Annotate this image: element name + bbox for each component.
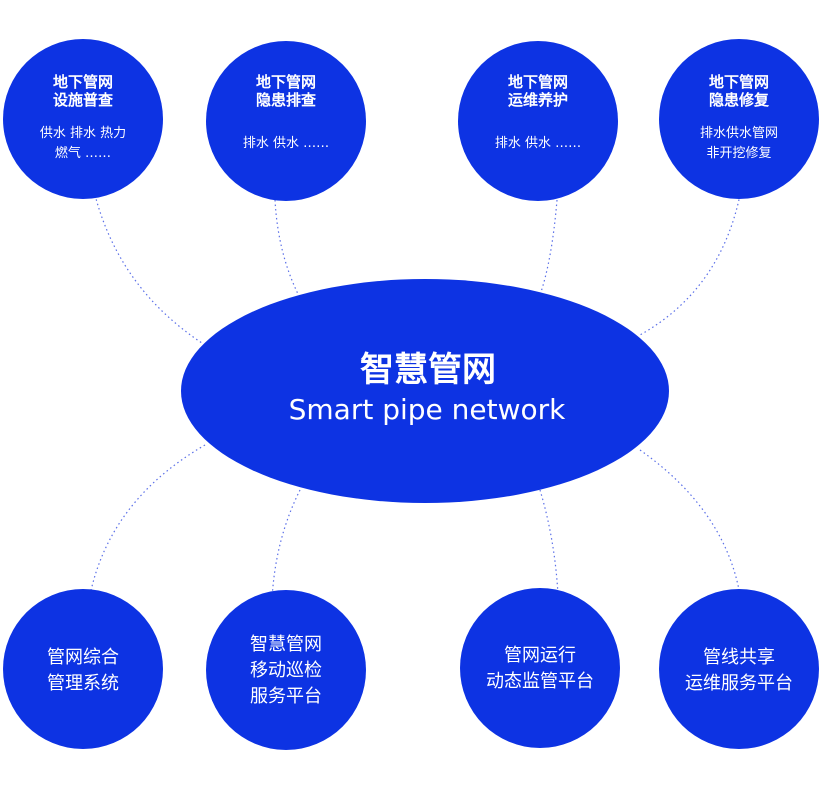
- node-circle: [659, 589, 819, 749]
- connector-bottom-2: [271, 489, 301, 601]
- connector-bottom-4: [639, 449, 741, 596]
- node-title-line1: 地下管网: [508, 73, 568, 91]
- center-ellipse: [181, 279, 669, 503]
- connector-top-2: [274, 199, 301, 299]
- node-circle: [460, 588, 620, 748]
- node-line1: 管线共享: [703, 647, 775, 668]
- center-subtitle: Smart pipe network: [289, 393, 567, 426]
- node-title-line2: 隐患排查: [256, 91, 317, 109]
- top-node-3: 地下管网 运维养护 排水 供水 ……: [458, 41, 618, 201]
- bottom-node-2: 智慧管网 移动巡检 服务平台: [206, 590, 366, 750]
- connector-top-1: [94, 194, 206, 346]
- node-body-line1: 供水 排水 热力: [40, 126, 126, 141]
- node-title-line2: 运维养护: [508, 91, 568, 109]
- node-circle: [206, 41, 366, 201]
- node-title-line2: 隐患修复: [709, 91, 770, 109]
- node-circle: [3, 39, 163, 199]
- node-line1: 管网运行: [504, 645, 576, 666]
- bottom-node-1: 管网综合 管理系统: [3, 589, 163, 749]
- top-node-4: 地下管网 隐患修复 排水供水管网 非开挖修复: [659, 39, 819, 199]
- node-line2: 移动巡检: [250, 660, 322, 681]
- node-line2: 动态监管平台: [486, 671, 594, 692]
- node-body-line1: 排水 供水 ……: [495, 136, 581, 151]
- bottom-node-4: 管线共享 运维服务平台: [659, 589, 819, 749]
- node-title-line2: 设施普查: [53, 91, 114, 109]
- center-title: 智慧管网: [360, 350, 496, 390]
- node-title-line1: 地下管网: [709, 73, 769, 91]
- node-line1: 管网综合: [47, 647, 119, 668]
- node-title-line1: 地下管网: [256, 73, 316, 91]
- node-circle: [3, 589, 163, 749]
- node-title-line1: 地下管网: [53, 73, 113, 91]
- node-body-line1: 排水 供水 ……: [243, 136, 329, 151]
- connector-bottom-1: [89, 444, 206, 596]
- node-body-line1: 排水供水管网: [700, 126, 778, 141]
- node-line3: 服务平台: [250, 686, 322, 707]
- bottom-node-3: 管网运行 动态监管平台: [460, 588, 620, 748]
- connector-top-3: [539, 199, 558, 296]
- node-circle: [659, 39, 819, 199]
- node-body-line2: 燃气 ……: [55, 145, 111, 161]
- connector-group: [89, 194, 741, 601]
- node-body-line2: 非开挖修复: [706, 146, 771, 161]
- top-node-2: 地下管网 隐患排查 排水 供水 ……: [206, 41, 366, 201]
- top-node-1: 地下管网 设施普查 供水 排水 热力 燃气 ……: [3, 39, 163, 199]
- node-circle: [458, 41, 618, 201]
- node-line1: 智慧管网: [250, 634, 322, 655]
- center-node: 智慧管网 Smart pipe network: [181, 279, 669, 503]
- node-line2: 运维服务平台: [685, 673, 793, 694]
- node-circle: [206, 590, 366, 750]
- connector-bottom-3: [539, 489, 559, 596]
- node-line2: 管理系统: [47, 673, 119, 694]
- connector-top-4: [639, 194, 741, 336]
